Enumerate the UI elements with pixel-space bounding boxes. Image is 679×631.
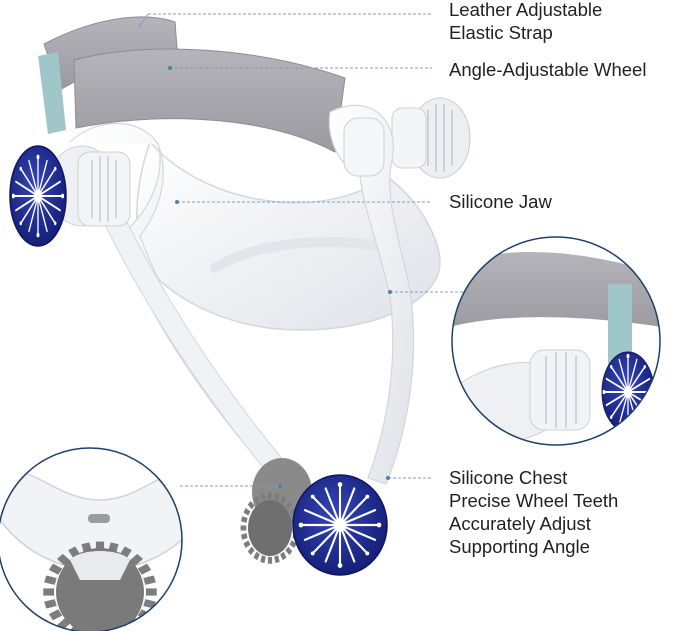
label-jaw: Silicone Jaw: [449, 190, 552, 213]
left-wheel: [9, 145, 131, 247]
chest-wheel: [240, 458, 388, 576]
label-jaw-text: Silicone Jaw: [449, 191, 552, 212]
label-strap-line-2: Elastic Strap: [449, 22, 553, 43]
label-chest-line-2: Precise Wheel Teeth: [449, 490, 619, 511]
label-chest-line-4: Supporting Angle: [449, 536, 590, 557]
label-wheel-text: Angle-Adjustable Wheel: [449, 59, 647, 80]
label-chest: Silicone Chest Precise Wheel Teeth Accur…: [449, 466, 618, 558]
label-wheel: Angle-Adjustable Wheel: [449, 58, 646, 81]
label-strap-line-1: Leather Adjustable: [449, 0, 603, 20]
leader-lines: [137, 13, 470, 487]
strap-front: [73, 48, 346, 153]
right-wheel-housing: [391, 97, 471, 179]
detail-circle-wheel: [451, 236, 661, 446]
detail-circle-chest: [0, 447, 183, 631]
neck-brace: [9, 16, 471, 576]
strap-side-teal: [38, 52, 66, 134]
label-chest-line-3: Accurately Adjust: [449, 513, 591, 534]
label-chest-line-1: Silicone Chest: [449, 467, 568, 488]
label-strap: Leather Adjustable Elastic Strap: [449, 0, 602, 44]
